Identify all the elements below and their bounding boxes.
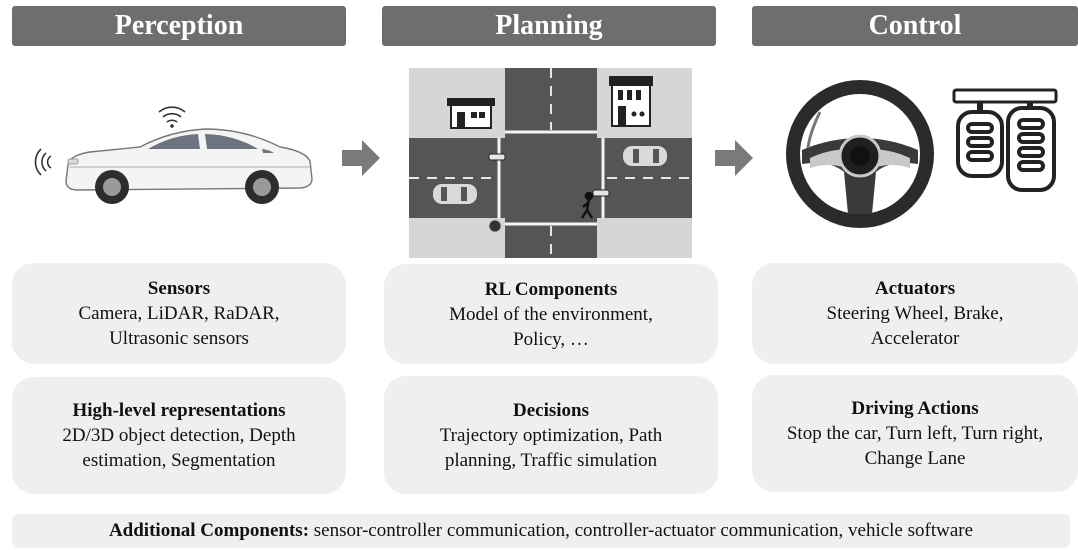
hlr-line1: 2D/3D object detection, Depth (62, 425, 296, 446)
sensors-box: Sensors Camera, LiDAR, RaDAR, Ultrasonic… (12, 263, 346, 364)
decisions-title: Decisions (513, 399, 589, 421)
footer-label: Additional Components: (108, 520, 310, 541)
actuators-title: Actuators (874, 278, 956, 299)
decisions-box: Decisions Trajectory optimization, Path … (384, 376, 718, 494)
arrow-right-icon (715, 140, 753, 176)
decisions-line2: planning, Traffic simulation (444, 449, 658, 471)
rl-title: RL Components (484, 278, 618, 300)
arrow-right-icon (342, 140, 380, 176)
driving-actions-box: Driving Actions Stop the car, Turn left,… (752, 375, 1078, 492)
header-perception: Perception (12, 6, 346, 46)
rl-line2: Policy, … (513, 328, 589, 350)
driving-actions-title: Driving Actions (851, 398, 979, 419)
header-planning: Planning (382, 6, 716, 46)
rl-line1: Model of the environment, (449, 303, 653, 325)
high-level-representations-box: High-level representations 2D/3D object … (12, 377, 346, 494)
rl-components-box: RL Components Model of the environment, … (384, 264, 718, 364)
sensors-line2: Ultrasonic sensors (109, 328, 249, 349)
hlr-title: High-level representations (72, 400, 286, 421)
actuators-line2: Accelerator (870, 328, 960, 349)
sensors-title: Sensors (147, 278, 211, 299)
car-icon (34, 106, 313, 204)
steering-wheel-icon (786, 80, 934, 228)
intersection-map-icon (409, 68, 692, 258)
driving-actions-line2: Change Lane (864, 448, 966, 469)
driving-actions-line1: Stop the car, Turn left, Turn right, (786, 423, 1044, 444)
actuators-line1: Steering Wheel, Brake, (826, 303, 1004, 324)
pedals-icon (952, 88, 1058, 192)
additional-components-footer: Additional Components: sensor-controller… (12, 514, 1070, 548)
decisions-line1: Trajectory optimization, Path (439, 424, 663, 446)
hlr-line2: estimation, Segmentation (82, 450, 276, 471)
sensors-line1: Camera, LiDAR, RaDAR, (78, 303, 280, 324)
actuators-box: Actuators Steering Wheel, Brake, Acceler… (752, 263, 1078, 364)
header-control: Control (752, 6, 1078, 46)
footer-text: sensor-controller communication, control… (309, 520, 974, 541)
